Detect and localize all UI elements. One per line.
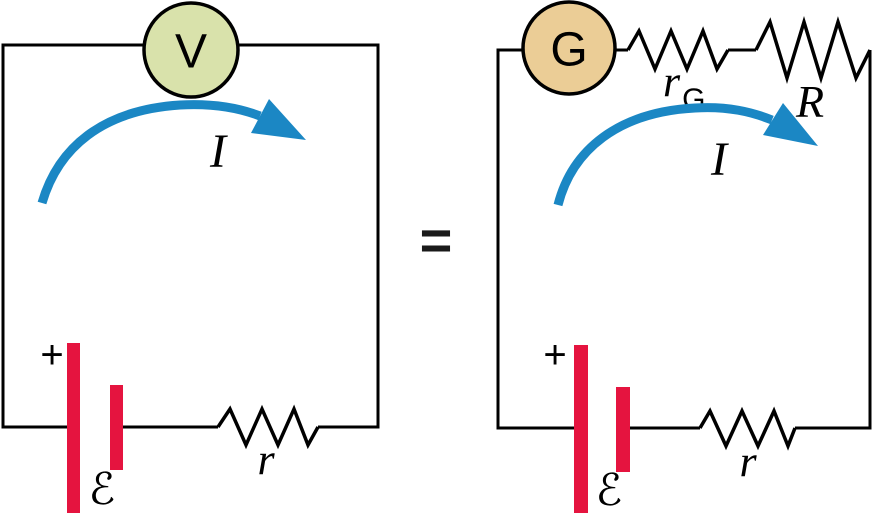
galvanometer-resistance-zigzag [626,26,730,74]
right-resistor-r-label: r [739,437,757,486]
galvanometer-resistance-label-base: r [663,57,681,106]
series-resistance-R-zigzag [754,15,872,85]
left-battery-negative-plate [110,385,123,470]
left-current-arrowhead-icon [251,99,306,140]
left-battery-emf-label: ℰ [89,464,116,515]
left-battery-positive-plate [67,343,80,513]
right-resistor-r-zigzag [698,406,797,451]
galvanometer-label: G [550,24,587,77]
left-resistor-r-label: r [257,435,275,484]
left-current-arrow-shaft [37,100,262,205]
equals-sign: = [420,209,453,272]
voltmeter-label: V [175,26,207,79]
right-current-arrow-shaft [553,103,774,207]
right-circuit-wire [496,48,872,430]
left-current-label: I [209,125,228,178]
left-resistor-r-zigzag [216,404,320,450]
right-battery-emf-label: ℰ [596,465,623,515]
right-battery-positive-plate [574,345,588,513]
right-current-label: I [710,133,729,186]
left-battery-plus-label: + [40,333,63,377]
right-battery-negative-plate [616,387,630,472]
galvanometer-circle [521,0,617,96]
left-circuit: r + ℰ V I [1,1,380,515]
voltmeter-circle [142,1,240,99]
right-current-arrowhead-icon [763,103,818,146]
series-resistance-R-label: R [795,76,824,127]
right-circuit: rG R r + ℰ G I [496,0,872,515]
right-battery-plus-label: + [543,333,566,377]
